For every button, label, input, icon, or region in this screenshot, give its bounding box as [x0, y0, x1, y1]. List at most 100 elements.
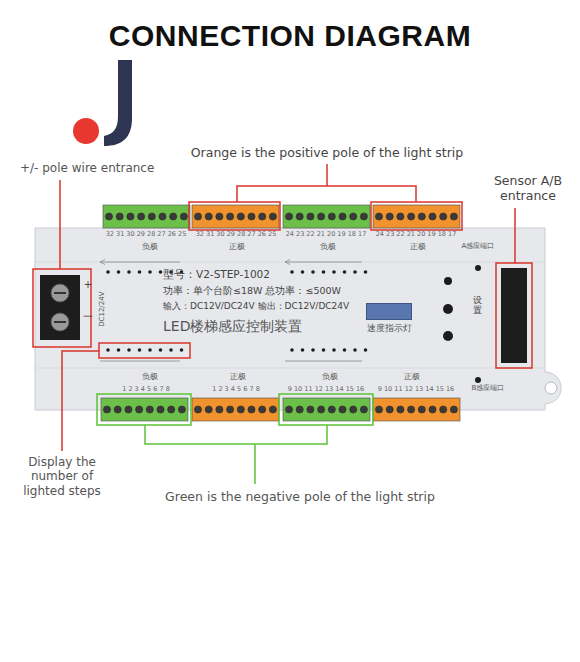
step-led [311, 348, 315, 352]
step-led [159, 348, 163, 352]
callout-text: Orange is the positive pole of the light… [191, 145, 463, 160]
logo-dot [73, 118, 99, 144]
leader-line [326, 164, 328, 186]
screw [51, 313, 69, 331]
device-name: LED楼梯感应控制装置 [163, 318, 302, 335]
terminal-screw [386, 406, 393, 413]
leader-line [59, 180, 61, 269]
step-led [117, 270, 121, 274]
voltage-label: DC12/24V [98, 292, 106, 327]
pin-numbers: 32 31 30 29 28 27 26 25 [196, 231, 277, 239]
terminal-screw [180, 213, 187, 220]
terminal-screw [296, 406, 303, 413]
terminal-screw [296, 213, 303, 220]
direction-arrow [285, 361, 362, 362]
spec-text: 功率：单个台阶≤18W 总功率：≤500W [163, 285, 341, 296]
button [444, 277, 452, 285]
terminal-screw [429, 213, 436, 220]
indicator-dots [100, 260, 367, 362]
step-led [159, 270, 163, 274]
terminal-screw [227, 406, 234, 413]
step-led [106, 270, 110, 274]
direction-arrow [100, 262, 180, 263]
step-led [301, 348, 305, 352]
terminal-screw [318, 406, 325, 413]
polarity-mark: 一 [83, 311, 93, 323]
bracket [237, 186, 416, 202]
pole-label: 正极 [230, 372, 246, 382]
step-led [364, 348, 368, 352]
panel-line [35, 368, 545, 369]
terminal-screw [136, 406, 143, 413]
step-led [343, 270, 347, 274]
terminal-screw [350, 406, 357, 413]
power-terminal [40, 275, 80, 340]
terminal-screw [440, 213, 447, 220]
step-led [106, 348, 110, 352]
pole-label: 正极 [229, 242, 245, 252]
terminal-screw [418, 406, 425, 413]
step-led [117, 348, 121, 352]
callout-frame [33, 269, 91, 347]
mount-hole [545, 382, 557, 394]
pole-label: 负极 [322, 372, 338, 382]
direction-arrow [285, 260, 290, 265]
terminal-screw [408, 406, 415, 413]
logo-mark [104, 60, 132, 146]
terminal-screw [259, 213, 266, 220]
direction-arrow [100, 361, 180, 362]
terminal-screw [248, 406, 255, 413]
pole-label: 负极 [142, 372, 158, 382]
terminal-screw [205, 213, 212, 220]
terminal-screw [237, 406, 244, 413]
terminal-screw [248, 213, 255, 220]
callout-frame [496, 263, 532, 368]
terminal-screw [159, 213, 166, 220]
terminal-screw [318, 213, 325, 220]
pole-label: 负极 [142, 242, 158, 252]
callout-text: Green is the negative pole of the light … [165, 489, 435, 504]
direction-arrow [100, 260, 105, 265]
callout-text: +/- pole wire entrance [20, 161, 154, 175]
screw-slot [54, 321, 66, 323]
button [443, 331, 453, 341]
pin-numbers: 24 23 22 21 20 19 18 17 [286, 231, 367, 239]
step-led [127, 348, 131, 352]
terminal-screw [285, 406, 292, 413]
terminal-screw [285, 213, 292, 220]
pin-numbers: 1 2 3 4 5 6 7 8 [212, 386, 260, 394]
step-led [311, 270, 315, 274]
terminal-screw [114, 406, 121, 413]
housing [35, 228, 561, 410]
buttons [443, 265, 481, 383]
terminal-screw [105, 213, 112, 220]
callout-text: Sensor A/B entrance [482, 173, 574, 203]
step-led [290, 348, 294, 352]
terminal-screw [328, 213, 335, 220]
polarity-mark: + [84, 279, 92, 291]
terminal-screw [418, 213, 425, 220]
terminal-screw [408, 213, 415, 220]
terminal-screw [125, 406, 132, 413]
pin-numbers: 1 2 3 4 5 6 7 8 [122, 386, 170, 394]
panel-line [35, 262, 545, 263]
step-led [138, 348, 142, 352]
terminal-screw [360, 213, 367, 220]
power-block [40, 275, 80, 340]
controller-housing [35, 228, 561, 410]
leader-line [62, 351, 99, 451]
led [475, 377, 481, 383]
terminal-screw [375, 406, 382, 413]
leader-line [254, 444, 256, 484]
step-led [169, 348, 173, 352]
sensor-socket [501, 268, 527, 363]
terminal-screw [194, 406, 201, 413]
button-label: 设置 [473, 296, 482, 316]
terminal-blocks [101, 205, 460, 421]
callout-frame [99, 343, 190, 358]
terminal-screw [146, 406, 153, 413]
terminal-screw [157, 406, 164, 413]
port-label: A感应端口 [462, 242, 495, 250]
spec-text: 输入：DC12V/DC24V 输出：DC12V/DC24V [163, 301, 349, 312]
